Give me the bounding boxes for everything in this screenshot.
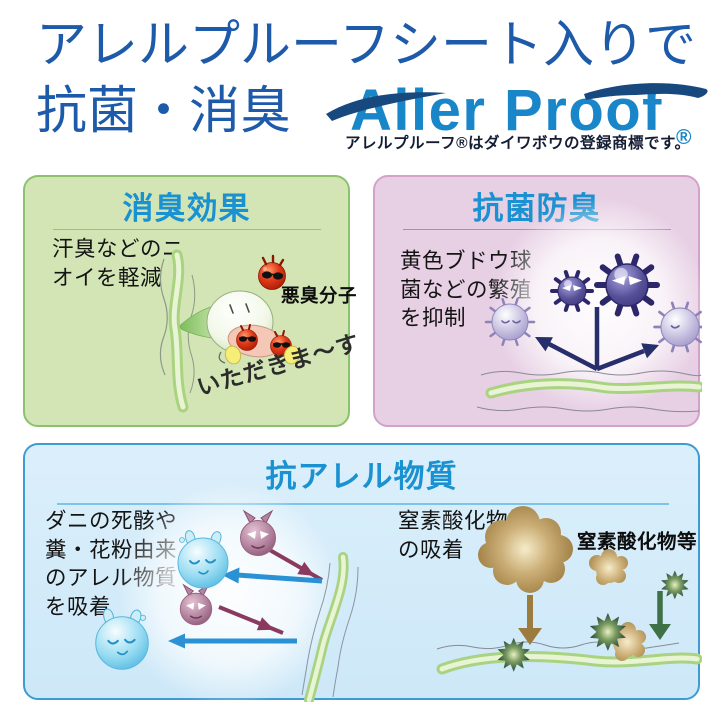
- adsorb-down-arrow-icon: [518, 591, 671, 645]
- bacteria-icon: [484, 297, 536, 347]
- nox-cloud-icon: [478, 506, 573, 593]
- title-underline: [57, 503, 669, 505]
- odor-molecule-icon: [236, 324, 258, 351]
- anti-allergen-illustration: [95, 483, 702, 702]
- panel-anti-allergen: 抗アレル物質 ダニの死骸や 糞・花粉由来 のアレル物質 を吸着 窒素酸化物等 の…: [23, 443, 702, 702]
- header-title-line2: 抗菌・消臭: [36, 82, 292, 139]
- mite-icon: [179, 583, 213, 626]
- panel-deodorant: 消臭効果 汗臭などのニ オイを軽減: [23, 175, 363, 427]
- nox-label: 窒素酸化物等: [577, 531, 698, 553]
- allergen-character-icon: [95, 608, 149, 670]
- logo-swoosh-left-icon: [326, 92, 446, 121]
- nox-cloud-icon: [589, 549, 628, 585]
- fiber-icon: [159, 249, 196, 413]
- bacteria-icon: [550, 270, 594, 312]
- panel-antibacterial: 抗菌防臭 黄色ブドウ球 菌などの繁殖 を抑制: [373, 175, 702, 427]
- anti-allergen-title: 抗アレル物質: [265, 459, 458, 494]
- allergen-character-icon: [177, 530, 229, 589]
- desc-line: を抑制: [400, 306, 467, 330]
- brand-logo: Aller Proof ®: [326, 78, 708, 149]
- mite-icon: [240, 509, 276, 556]
- adsorb-arrow-icon: [168, 567, 323, 649]
- title-underline: [53, 229, 321, 230]
- desc-line: 汗臭などのニ: [52, 237, 185, 261]
- glow-background: [492, 197, 702, 413]
- deodorant-description: 汗臭などのニ オイを軽減: [52, 235, 184, 292]
- trademark-note: アレルプルーフ®はダイワボウの登録商標です。: [345, 135, 691, 152]
- deodorant-title: 消臭効果: [122, 191, 251, 226]
- desc-line: を吸着: [45, 594, 112, 619]
- desc-line: オイを軽減: [52, 265, 163, 290]
- glow-background: [118, 483, 342, 702]
- odor-molecule-icon: [258, 254, 286, 290]
- deodorant-illustration: [159, 249, 301, 413]
- anti-allergen-right-description: 窒素酸化物等 の吸着: [398, 507, 530, 564]
- desc-line: の吸着: [398, 537, 465, 562]
- antibacterial-illustration: [476, 197, 702, 413]
- odor-molecule-label: 悪臭分子: [281, 285, 358, 306]
- bacteria-icon: [653, 301, 702, 353]
- fiber-icon: [476, 370, 702, 413]
- repel-arrows-icon: [535, 307, 659, 372]
- header-title-line1: アレルプルーフシート入りで: [36, 16, 696, 73]
- odor-blob-character-icon: [179, 290, 301, 365]
- fiber-icon: [436, 641, 702, 675]
- logo-swoosh-right-icon: [584, 83, 708, 100]
- nox-star-icon: [661, 570, 689, 600]
- registered-mark: ®: [676, 126, 692, 149]
- attack-arrow-icon: [218, 547, 323, 635]
- bacteria-icon: [594, 253, 660, 317]
- fiber-icon: [301, 552, 359, 702]
